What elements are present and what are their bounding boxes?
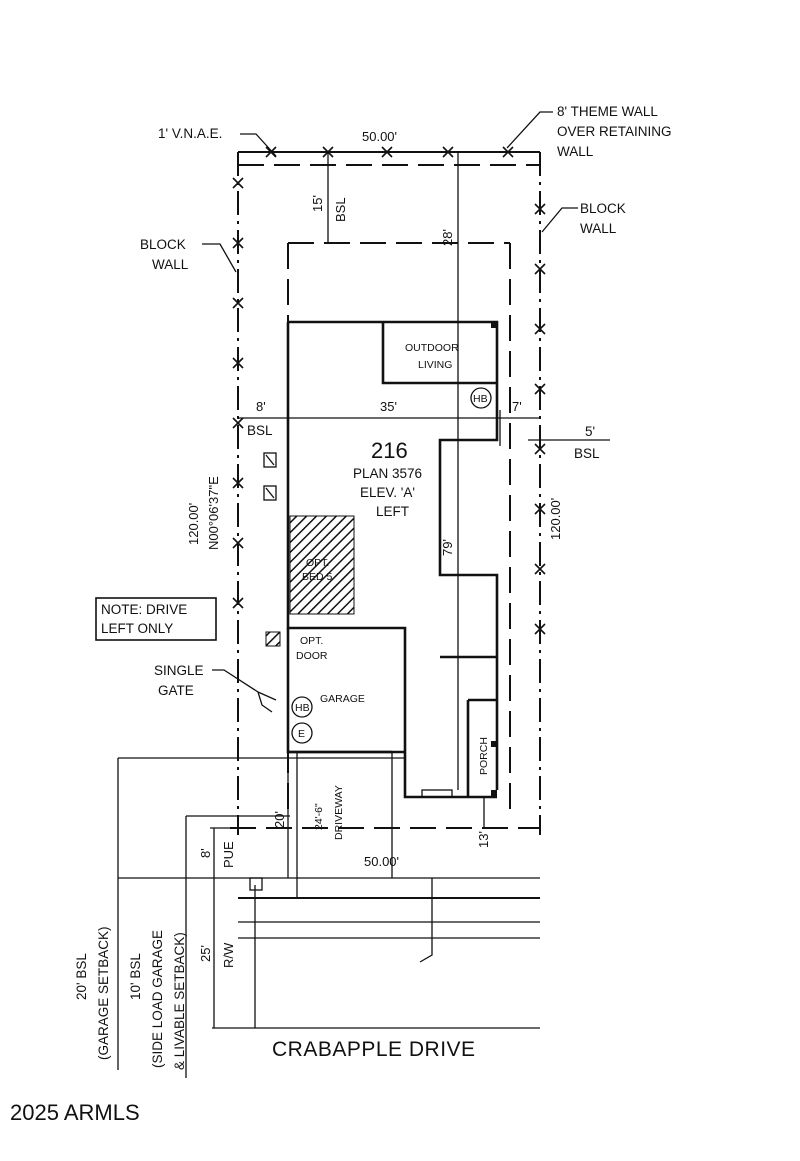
rear-13-dim: 13' [476, 831, 491, 848]
theme-wall-label-1: 8' THEME WALL [557, 104, 658, 119]
side-setback-label-3: & LIVABLE SETBACK) [172, 932, 187, 1070]
orientation-label: LEFT [376, 504, 409, 519]
rw-25-dim: 25' [198, 945, 213, 962]
hose-bib-label: HB [473, 393, 488, 405]
garage-label: GARAGE [320, 693, 365, 705]
plan-label: PLAN 3576 [353, 466, 422, 481]
single-gate-label-2: GATE [158, 683, 194, 698]
house-width-dim: 35' [380, 399, 397, 414]
opt-door-label-1: OPT. [300, 635, 323, 647]
driveway-width-dim: 24'-6" [313, 803, 325, 830]
block-wall-left-label-1: BLOCK [140, 237, 186, 252]
porch-label: PORCH [478, 737, 490, 775]
bottom-width-dim: 50.00' [364, 854, 399, 869]
block-wall-right-label-2: WALL [580, 221, 617, 236]
front-setback-bsl: BSL [333, 197, 348, 222]
ac-pad-icon-2 [263, 485, 277, 501]
opt-bed-label-1: OPT. [306, 557, 329, 569]
pue-8-dim: 8' [198, 848, 213, 858]
dimension-lines [117, 152, 610, 1078]
pue-label: PUE [221, 841, 236, 868]
opt-door-hatch [265, 631, 281, 647]
opt-door-label-2: DOOR [296, 650, 328, 662]
bearing-label: N00°06'37"E [206, 476, 221, 550]
outdoor-living-label-1: OUTDOOR [405, 342, 459, 354]
elevation-label: ELEV. 'A' [360, 485, 415, 500]
block-wall-left-label-2: WALL [152, 257, 189, 272]
bsl-right-label-2: BSL [574, 446, 600, 461]
hose-bib-icon-2 [291, 696, 313, 718]
lot-boundary [230, 151, 541, 835]
bsl-left-label: BSL [247, 423, 273, 438]
block-wall-right-label-1: BLOCK [580, 201, 626, 216]
drive-note: NOTE: DRIVE LEFT ONLY [95, 597, 217, 641]
hose-bib-label-2: HB [295, 702, 310, 714]
vnae-label: 1' V.N.A.E. [158, 126, 222, 141]
rw-label: R/W [221, 942, 236, 968]
garage-setback-label-1: 20' BSL [74, 953, 89, 1000]
lot-number: 216 [371, 438, 408, 463]
outdoor-living-label-2: LIVING [418, 359, 452, 371]
electric-meter-icon [291, 722, 313, 744]
bsl-right-label-1: 5' [585, 424, 595, 439]
top-width-dim: 50.00' [362, 129, 397, 144]
garage-setback-label-2: (GARAGE SETBACK) [96, 926, 111, 1060]
meter-label: E [298, 728, 305, 740]
rear-to-house-dim: 28' [440, 229, 455, 246]
house-footprint [286, 320, 499, 799]
hose-bib-icon [470, 387, 492, 409]
depth-right-dim: 120.00' [548, 498, 563, 540]
left-side-dim: 8' [256, 399, 266, 414]
depth-left-dim: 120.00' [186, 503, 201, 545]
right-side-dim: 7' [512, 399, 522, 414]
theme-wall-label-2: OVER RETAINING [557, 124, 672, 139]
opt-bed-hatch [289, 515, 355, 615]
ac-pad-icon [263, 452, 277, 468]
street-name: CRABAPPLE DRIVE [272, 1038, 476, 1061]
note-label-1: NOTE: DRIVE [101, 602, 187, 617]
theme-wall-label-3: WALL [557, 144, 594, 159]
wall-marks [232, 146, 546, 635]
copyright: 2025 ARMLS [10, 1100, 140, 1125]
driveway-label: DRIVEWAY [333, 785, 345, 840]
house-depth-dim: 79' [440, 539, 455, 556]
side-setback-label-2: (SIDE LOAD GARAGE [150, 930, 165, 1068]
garage-20-dim: 20' [272, 811, 287, 828]
leader-lines [202, 111, 578, 713]
single-gate-label-1: SINGLE [154, 663, 204, 678]
side-setback-label-1: 10' BSL [128, 953, 143, 1000]
note-label-2: LEFT ONLY [101, 621, 173, 636]
opt-bed-label-2: BED 5 [302, 571, 333, 583]
front-setback-dim: 15' [310, 195, 325, 212]
